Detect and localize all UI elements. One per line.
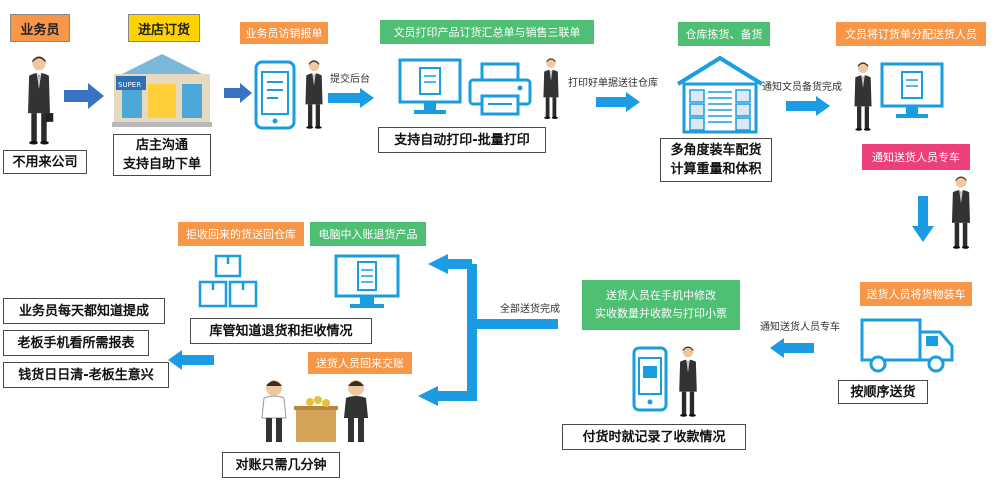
modify-qty-tag: 送货人员在手机中修改 实收数量并收款与打印小票 xyxy=(582,280,740,330)
deliver-load-tag: 送货人员将货物装车 xyxy=(860,282,972,306)
receipt-phone-icon xyxy=(632,346,668,412)
notify-done-label: 通知文员备货完成 xyxy=(762,82,842,93)
auto-print-box: 支持自动打印-批量打印 xyxy=(378,127,546,153)
flow-arrow-1 xyxy=(64,83,104,109)
return-bracket-arrow xyxy=(418,254,558,406)
payment-recorded-box: 付货时就记录了收款情况 xyxy=(562,424,746,450)
pc-return-tag: 电脑中入账退货产品 xyxy=(310,222,426,246)
store-talk-line1: 店主沟通 xyxy=(135,138,188,153)
flow-arrow-6 xyxy=(770,338,814,358)
receipt-person-icon xyxy=(679,346,697,417)
modify-qty-line2: 实收数量并收款与打印小票 xyxy=(595,307,727,320)
print-send-label: 打印好单据送往仓库 xyxy=(568,78,658,89)
clerk-person-icon xyxy=(543,58,559,119)
svg-text:SUPER: SUPER xyxy=(118,81,141,89)
clerk-print-tag: 文员打印产品订货汇总单与销售三联单 xyxy=(380,20,594,44)
notify-car-tag: 通知送货人员专车 xyxy=(862,144,970,170)
truck-icon xyxy=(860,318,954,373)
submit-label: 提交后台 xyxy=(330,74,370,85)
visit-order-tag: 业务员访销报单 xyxy=(240,22,328,44)
flow-arrow-down xyxy=(912,196,934,242)
salesman-header: 业务员 xyxy=(10,14,70,42)
notify-car-label: 通知送货人员专车 xyxy=(760,322,840,333)
store-order-header: 进店订货 xyxy=(128,14,200,42)
multi-load-line2: 计算重量和体积 xyxy=(670,162,762,177)
assign-person-icon xyxy=(854,62,872,131)
monitor-icon xyxy=(398,58,462,114)
all-done-label: 全部送货完成 xyxy=(500,304,560,315)
flow-arrow-3 xyxy=(328,88,374,108)
warehouse-icon xyxy=(676,55,764,134)
store-talk-line2: 支持自助下单 xyxy=(122,157,201,172)
store-icon: SUPER xyxy=(112,54,212,127)
in-order-box: 按顺序送货 xyxy=(838,380,928,404)
phone-person-icon xyxy=(305,60,323,129)
flow-arrow-2 xyxy=(224,83,252,103)
multi-load-box: 多角度装车配货 计算重量和体积 xyxy=(660,138,772,182)
monitor-icon-2 xyxy=(880,62,944,118)
warehouse-know-box: 库管知道退货和拒收情况 xyxy=(190,318,372,344)
flow-arrow-left xyxy=(168,350,214,370)
know-collect-box: 业务员每天都知道提成 xyxy=(3,298,165,324)
assign-delivery-tag: 文员将订货单分配送货人员 xyxy=(836,22,986,46)
salesman-person-icon xyxy=(28,56,54,145)
pick-stock-tag: 仓库拣货、备货 xyxy=(678,22,770,46)
modify-qty-line1: 送货人员在手机中修改 xyxy=(606,289,716,302)
driver-person-icon xyxy=(951,176,971,249)
settle-back-tag: 送货人员回来交账 xyxy=(308,352,412,374)
store-talk-box: 店主沟通 支持自助下单 xyxy=(113,134,211,176)
document-icon xyxy=(334,254,400,308)
refused-goods-tag: 拒收回来的货送回仓库 xyxy=(178,222,304,246)
boss-phone-box: 老板手机看所需报表 xyxy=(3,330,149,356)
multi-load-line1: 多角度装车配货 xyxy=(670,143,762,158)
no-visit-box: 不用来公司 xyxy=(3,150,87,174)
printer-icon xyxy=(468,62,532,116)
boxes-icon xyxy=(198,254,258,308)
reconcile-box: 对账只需几分钟 xyxy=(222,452,340,478)
phone-icon xyxy=(254,60,296,130)
flow-arrow-4 xyxy=(596,92,640,112)
meeting-icon xyxy=(261,380,368,442)
flow-arrow-5 xyxy=(786,96,830,116)
cash-clear-box: 钱货日日清-老板生意兴 xyxy=(3,362,169,388)
